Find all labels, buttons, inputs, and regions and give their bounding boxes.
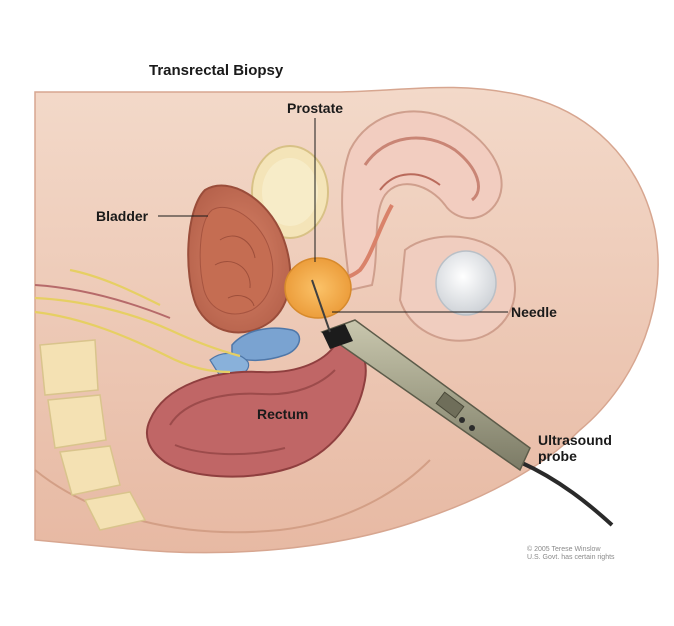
testis — [435, 250, 497, 316]
rectum — [146, 338, 367, 478]
nerves — [34, 268, 241, 374]
copyright-credit: © 2005 Terese Winslow U.S. Govt. has cer… — [527, 546, 615, 562]
biopsy-needle — [311, 279, 331, 333]
label-bladder: Bladder — [96, 208, 149, 224]
prostate — [284, 257, 352, 319]
label-probe-line1: Ultrasound — [538, 432, 612, 448]
label-probe-line2: probe — [538, 448, 577, 464]
probe-cable — [519, 460, 614, 527]
credit-line1: © 2005 Terese Winslow — [527, 546, 601, 553]
label-ultrasound-probe: Ultrasound probe — [538, 432, 612, 464]
diagram-title: Transrectal Biopsy — [149, 62, 284, 79]
credit-line2: U.S. Govt. has certain rights — [527, 554, 615, 561]
label-prostate: Prostate — [287, 100, 344, 116]
sacrum — [39, 339, 147, 531]
label-needle: Needle — [511, 304, 557, 320]
seminal-vesicles — [231, 327, 301, 362]
label-rectum: Rectum — [257, 406, 309, 422]
ultrasound-probe-body — [320, 319, 531, 472]
vessels — [34, 284, 171, 319]
